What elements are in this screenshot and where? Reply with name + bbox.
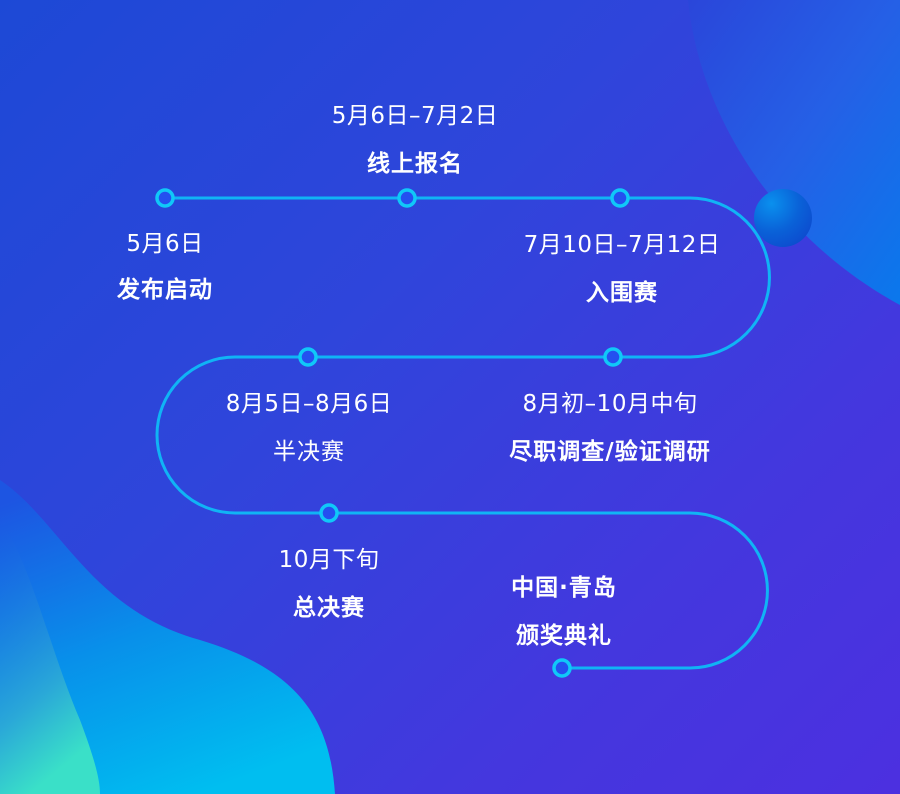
stage-1-date: 5月6日 (126, 231, 204, 257)
stage-4-title: 半决赛 (273, 439, 345, 465)
stage-4-date: 8月5日–8月6日 (225, 391, 393, 417)
stage-5-title: 尽职调查/验证调研 (509, 439, 711, 465)
stage-6-date: 10月下旬 (278, 547, 380, 573)
timeline-node-1 (155, 188, 175, 208)
bottom-left-blob (0, 480, 335, 794)
timeline-node-3 (610, 188, 630, 208)
stage-2-date: 5月6日–7月2日 (331, 103, 499, 129)
timeline-node-7 (552, 658, 572, 678)
top-right-blob (688, 0, 900, 305)
stage-3-date: 7月10日–7月12日 (523, 232, 721, 258)
bottom-left-blob-inner (0, 520, 100, 794)
stage-3-title: 入围赛 (586, 280, 658, 306)
stage-2-title: 线上报名 (367, 151, 463, 177)
stage-6-title: 总决赛 (293, 595, 365, 621)
timeline-node-4 (298, 347, 318, 367)
timeline-node-5 (603, 347, 623, 367)
timeline-node-6 (319, 503, 339, 523)
stage-5-date: 8月初–10月中旬 (522, 391, 698, 417)
stage-1-title: 发布启动 (117, 277, 213, 303)
decorative-sphere (754, 189, 812, 247)
timeline-node-2 (397, 188, 417, 208)
stage-7-title: 颁奖典礼 (516, 623, 612, 649)
stage-7-location: 中国·青岛 (511, 575, 617, 601)
